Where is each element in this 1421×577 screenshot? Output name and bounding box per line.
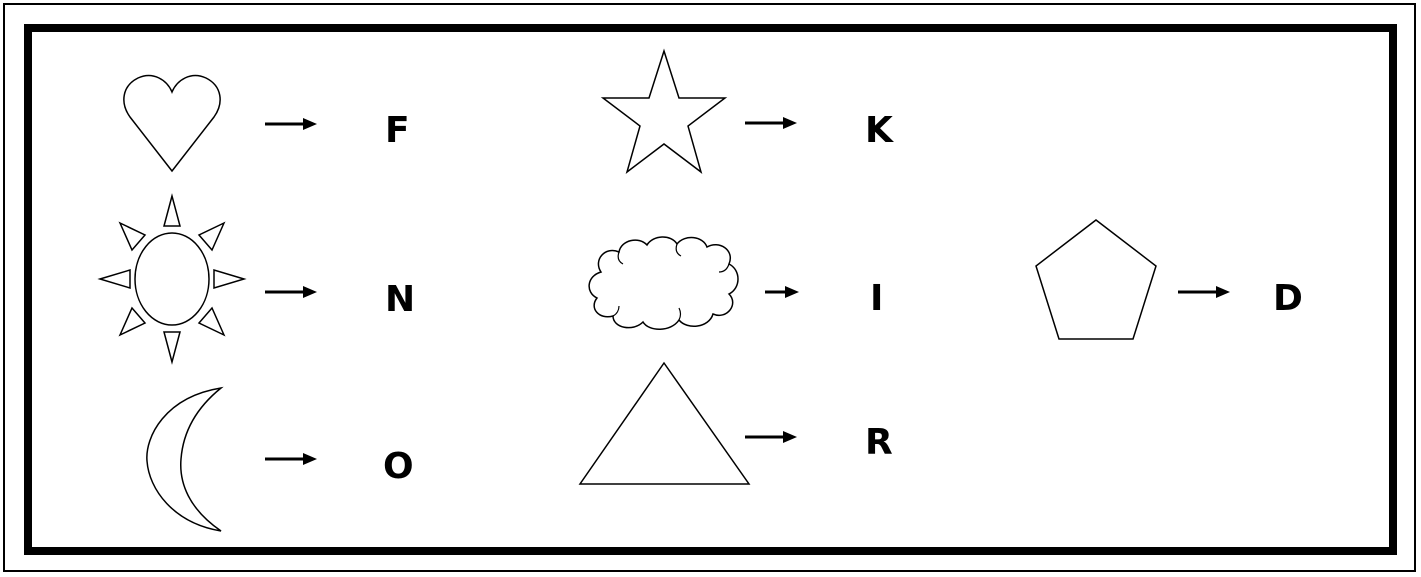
pentagon-icon: [1035, 219, 1157, 340]
star-icon: [600, 48, 728, 174]
letter-i: I: [870, 278, 884, 319]
arrow-icon: [745, 431, 797, 443]
cloud-icon: [588, 236, 739, 330]
arrow-icon: [745, 117, 797, 129]
letter-r: R: [865, 422, 893, 463]
letter-o: O: [383, 446, 414, 487]
inner-border: [24, 24, 1397, 555]
outer-border: [3, 3, 1416, 572]
arrow-icon: [265, 453, 317, 465]
sun-icon: [97, 193, 247, 365]
arrow-icon: [1178, 286, 1230, 298]
arrow-icon: [765, 286, 799, 298]
letter-n: N: [385, 279, 416, 320]
moon-icon: [146, 386, 224, 532]
triangle-icon: [578, 361, 751, 485]
letter-k: K: [865, 110, 893, 151]
arrow-icon: [265, 286, 317, 298]
letter-f: F: [385, 110, 410, 151]
heart-icon: [123, 74, 221, 173]
letter-d: D: [1273, 278, 1303, 319]
arrow-icon: [265, 118, 317, 130]
